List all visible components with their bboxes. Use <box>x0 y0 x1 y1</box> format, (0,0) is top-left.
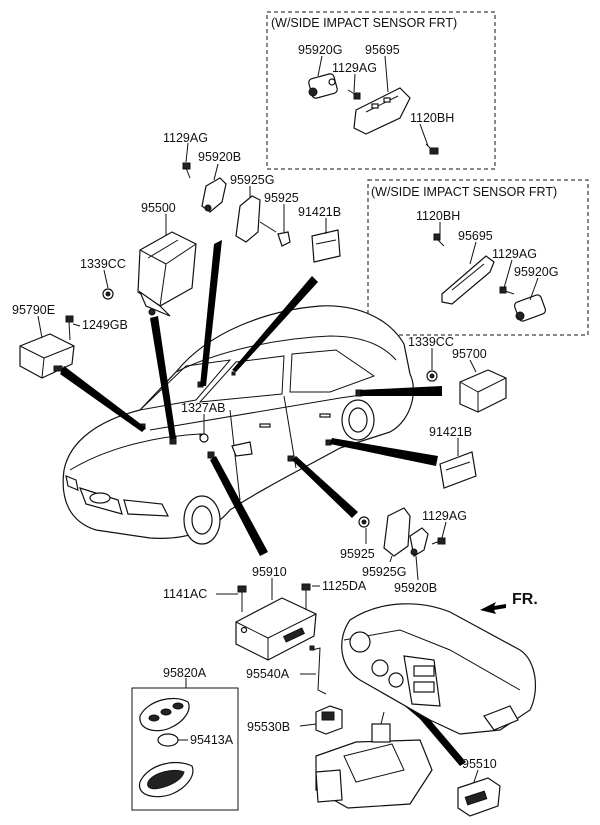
bracket-95925G-lower <box>383 507 411 557</box>
label-95510: 95510 <box>462 757 497 771</box>
nut-1339CC-right <box>426 370 438 382</box>
label-95920G-mid: 95920G <box>514 265 558 279</box>
label-1125DA: 1125DA <box>322 579 367 593</box>
label-95925G-lower: 95925G <box>362 565 406 579</box>
unit-95700 <box>459 369 507 413</box>
sensor-95925-lower <box>358 516 370 528</box>
dashboard-console-illustration <box>315 603 537 817</box>
box-top-header: (W/SIDE IMPACT SENSOR FRT) <box>271 16 457 30</box>
module-95790E <box>19 333 75 379</box>
bracket-95540A <box>309 645 327 695</box>
label-95925-lower: 95925 <box>340 547 375 561</box>
bolt-1129AG-lower <box>431 537 446 545</box>
sensor-95925-upper <box>277 231 291 247</box>
switch-95530B <box>315 705 343 735</box>
key-fob-box-95820A: 95820A 95413A <box>131 666 239 811</box>
label-95925-upper: 95925 <box>264 191 299 205</box>
bolt-1125DA <box>301 583 311 610</box>
label-1120BH-top: 1120BH <box>410 111 454 125</box>
label-fr: FR. <box>512 591 538 608</box>
bolt-1120BH-mid <box>433 233 445 247</box>
label-95920B-lower: 95920B <box>394 581 437 595</box>
control-unit-95500 <box>137 231 197 317</box>
label-1327AB: 1327AB <box>181 401 225 415</box>
front-direction-arrow: FR. <box>480 591 538 614</box>
label-1129AG-lower: 1129AG <box>422 509 467 523</box>
label-95910: 95910 <box>252 565 287 579</box>
sensor-95920B-upper <box>201 177 227 213</box>
label-95695-mid: 95695 <box>458 229 493 243</box>
label-95820A: 95820A <box>163 666 207 680</box>
bolt-1141AC <box>237 585 247 612</box>
bolt-1249GB <box>65 315 74 341</box>
label-1339CC-left: 1339CC <box>80 257 126 271</box>
bolt-1129AG-top <box>347 89 361 100</box>
label-1120BH-mid: 1120BH <box>416 209 460 223</box>
label-1129AG-mid: 1129AG <box>492 247 537 261</box>
label-plate-91421B-upper <box>311 229 341 263</box>
box-mid-header: (W/SIDE IMPACT SENSOR FRT) <box>371 185 557 199</box>
label-95695-top: 95695 <box>365 43 400 57</box>
car-illustration <box>62 305 414 545</box>
label-1249GB: 1249GB <box>82 318 128 332</box>
airbag-control-module-95910 <box>235 597 317 661</box>
nut-1327AB <box>199 433 209 443</box>
battery-95413A <box>157 733 179 747</box>
label-95500: 95500 <box>141 201 176 215</box>
label-95540A: 95540A <box>246 667 290 681</box>
side-sensor-95920G-top <box>308 73 338 99</box>
label-1129AG-upper: 1129AG <box>163 131 208 145</box>
bracket-95695-top <box>353 87 411 135</box>
label-1339CC-right: 1339CC <box>408 335 454 349</box>
label-91421B-upper: 91421B <box>298 205 341 219</box>
label-1129AG-top: 1129AG <box>332 61 377 75</box>
label-plate-91421B-lower <box>439 451 477 489</box>
side-impact-sensor-box-mid: (W/SIDE IMPACT SENSOR FRT) 1120BH 95695 … <box>367 179 589 336</box>
side-impact-sensor-box-top: (W/SIDE IMPACT SENSOR FRT) 95920G <box>266 11 496 170</box>
nut-1339CC-left <box>102 288 114 300</box>
label-95700: 95700 <box>452 347 487 361</box>
bracket-95695-mid <box>441 255 495 305</box>
label-95790E: 95790E <box>12 303 55 317</box>
bolt-1129AG-upper <box>182 162 191 179</box>
label-95530B: 95530B <box>247 720 290 734</box>
label-95413A: 95413A <box>190 733 234 747</box>
label-91421B-lower: 91421B <box>429 425 472 439</box>
label-95925G-upper: 95925G <box>230 173 274 187</box>
label-95920G-top: 95920G <box>298 43 342 57</box>
bolt-1129AG-mid <box>499 286 515 295</box>
side-sensor-95920G-mid <box>513 294 547 322</box>
label-95920B-upper: 95920B <box>198 150 241 164</box>
label-1141AC: 1141AC <box>163 587 207 601</box>
bracket-95925G-upper <box>235 195 277 243</box>
sensor-95920B-lower <box>409 527 429 557</box>
